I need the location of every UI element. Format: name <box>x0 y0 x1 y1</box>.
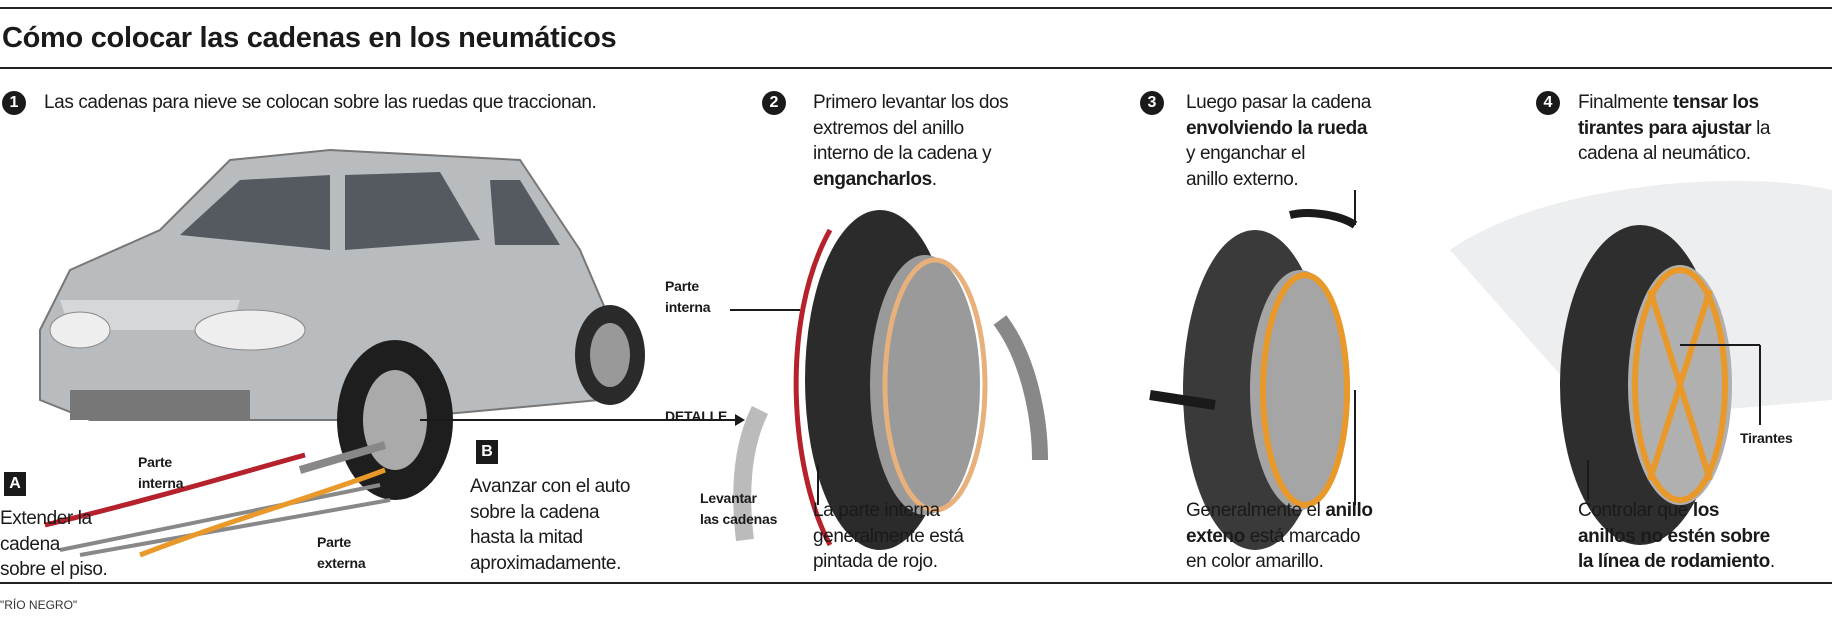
step-2-number: 2 <box>762 91 786 115</box>
label-detalle: DETALLE <box>665 408 728 424</box>
page-title: Cómo colocar las cadenas en los neumátic… <box>2 22 617 54</box>
car-illustration <box>39 148 645 500</box>
credit: "RÍO NEGRO" <box>0 598 78 612</box>
substep-a-badge: A <box>4 472 26 496</box>
tire-wrapping-illustration <box>1149 190 1358 550</box>
step-4-text: Finalmente tensar los tirantes para ajus… <box>1578 92 1771 164</box>
title-rule <box>0 67 1832 69</box>
label-tirantes: Tirantes <box>1740 430 1793 446</box>
substep-b-badge: B <box>476 440 498 464</box>
step-1-text: Las cadenas para nieve se colocan sobre … <box>44 92 597 113</box>
top-rule <box>0 7 1832 9</box>
note-control: Controlar que los anillos no estén sobre… <box>1578 500 1775 572</box>
note-yellow-ring: Generalmente el anillo exteno está marca… <box>1186 500 1373 572</box>
step-1-number: 1 <box>2 91 26 115</box>
step-3-number: 3 <box>1140 91 1164 115</box>
bottom-rule <box>0 582 1832 584</box>
tire-detail-illustration <box>730 210 1048 550</box>
step-4-number: 4 <box>1536 91 1560 115</box>
tire-tensioned-illustration <box>1450 180 1832 545</box>
chain-on-floor-illustration <box>44 452 391 558</box>
